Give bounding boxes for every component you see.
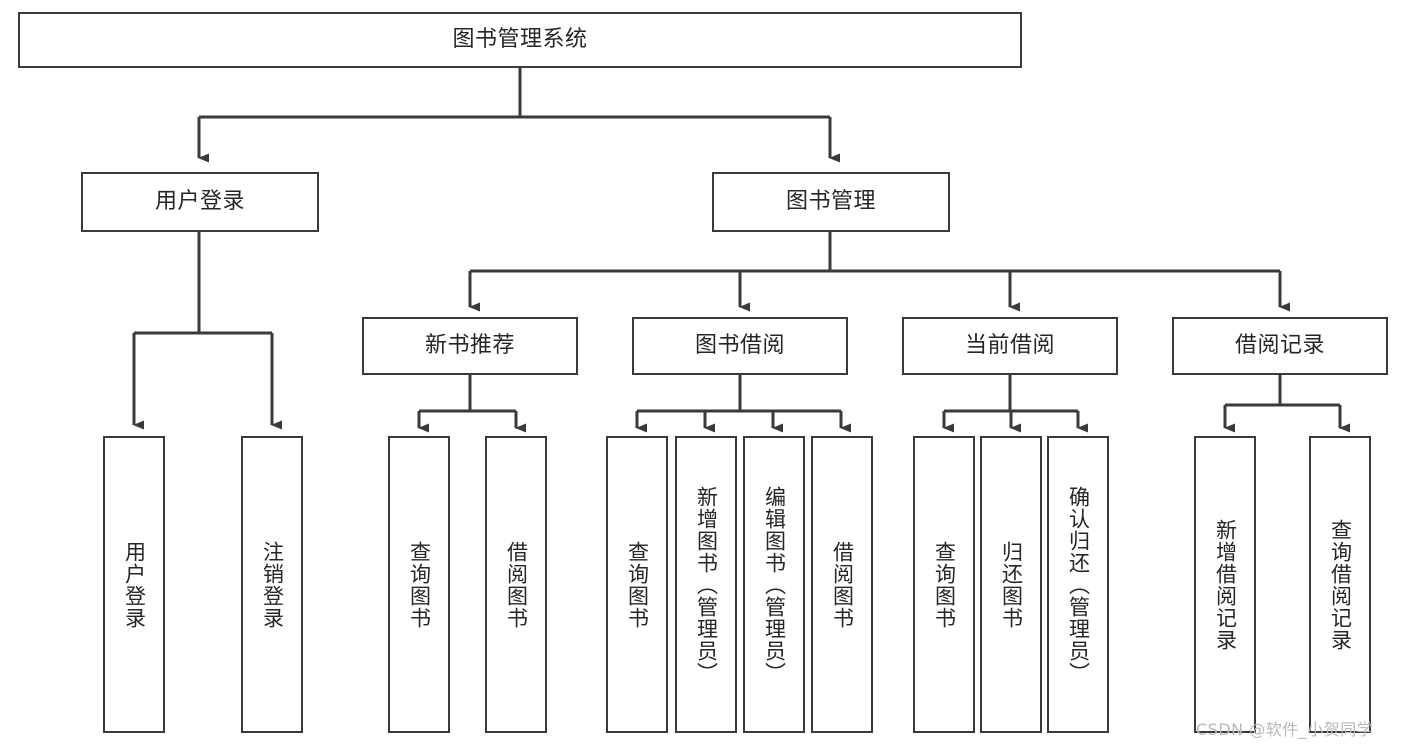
node-label: 新增借阅记录: [1213, 518, 1238, 651]
leaf-borrow-book[interactable]: 借阅图书: [811, 436, 873, 733]
leaf-user-login[interactable]: 用户登录: [103, 436, 165, 733]
node-label: 借阅图书: [504, 540, 529, 629]
node-label: 图书借阅: [694, 332, 785, 358]
leaf-query-book-borrow[interactable]: 查询图书: [606, 436, 668, 733]
node-label: 注销登录: [260, 540, 285, 629]
node-label: 查询图书: [932, 540, 957, 629]
leaf-confirm-return-admin[interactable]: 确认归还（管理员）: [1047, 436, 1109, 733]
node-book-borrowing[interactable]: 图书借阅: [632, 317, 848, 375]
leaf-edit-book-admin[interactable]: 编辑图书（管理员）: [743, 436, 805, 733]
node-root-book-management-system[interactable]: 图书管理系统: [18, 12, 1022, 68]
leaf-add-borrow-record[interactable]: 新增借阅记录: [1194, 436, 1256, 733]
node-label: 图书管理: [785, 188, 876, 214]
node-label: 当前借阅: [964, 332, 1055, 358]
leaf-query-borrow-record[interactable]: 查询借阅记录: [1309, 436, 1371, 733]
node-new-book-recommendation[interactable]: 新书推荐: [362, 317, 578, 375]
node-label: 归还图书: [999, 540, 1024, 629]
node-label: 确认归还（管理员）: [1066, 485, 1091, 684]
node-current-borrowing[interactable]: 当前借阅: [902, 317, 1118, 375]
node-label: 查询图书: [625, 540, 650, 629]
node-borrowing-record[interactable]: 借阅记录: [1172, 317, 1388, 375]
node-label: 编辑图书（管理员）: [762, 485, 787, 684]
node-label: 用户登录: [122, 540, 147, 629]
node-label: 借阅记录: [1234, 332, 1325, 358]
node-label: 借阅图书: [830, 540, 855, 629]
node-label: 查询借阅记录: [1328, 518, 1353, 651]
node-label: 查询图书: [407, 540, 432, 629]
node-user-login[interactable]: 用户登录: [81, 172, 319, 232]
leaf-return-book[interactable]: 归还图书: [980, 436, 1042, 733]
node-label: 新增图书（管理员）: [694, 485, 719, 684]
leaf-add-book-admin[interactable]: 新增图书（管理员）: [675, 436, 737, 733]
node-label: 用户登录: [154, 188, 245, 214]
leaf-query-book-newbook[interactable]: 查询图书: [388, 436, 450, 733]
csdn-watermark: CSDN @软件_小贺同学: [1196, 720, 1374, 739]
node-label: 图书管理系统: [452, 26, 588, 52]
node-book-management[interactable]: 图书管理: [712, 172, 950, 232]
node-label: 新书推荐: [424, 332, 515, 358]
leaf-borrow-book-newbook[interactable]: 借阅图书: [485, 436, 547, 733]
leaf-logout[interactable]: 注销登录: [241, 436, 303, 733]
leaf-query-book-current[interactable]: 查询图书: [913, 436, 975, 733]
